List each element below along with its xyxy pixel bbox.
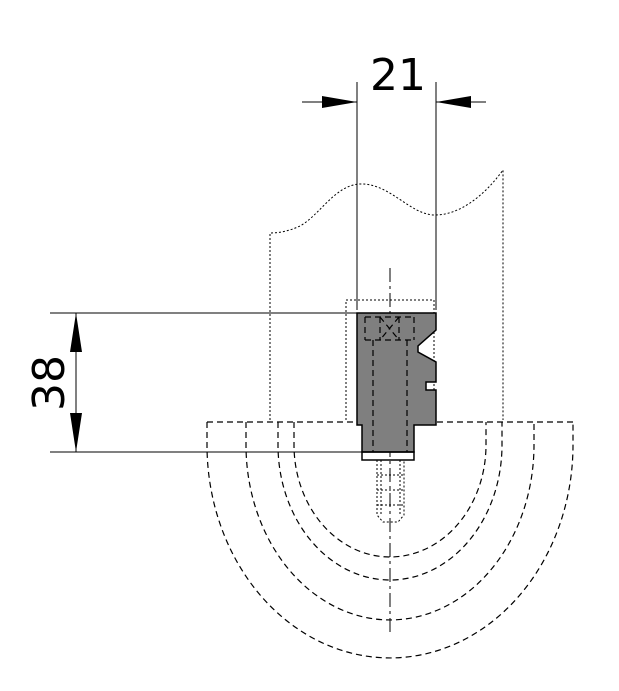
- arc-4: [293, 422, 487, 558]
- height-dimension-label: 38: [24, 355, 75, 411]
- bolt-thread: [361, 451, 415, 523]
- arrowhead-bottom: [70, 413, 82, 452]
- arrowhead-top: [70, 313, 82, 352]
- width-dimension-label: 21: [370, 50, 426, 101]
- arc-3: [277, 422, 503, 581]
- outer-arc: [206, 422, 574, 659]
- slot-nut-part: [356, 312, 437, 453]
- height-dimension: 38: [24, 312, 362, 453]
- width-dimension: 21: [302, 50, 486, 310]
- arrowhead-left: [322, 96, 357, 108]
- panel-outline: [269, 168, 504, 420]
- socket-head: [364, 316, 415, 452]
- arrowhead-right: [436, 96, 471, 108]
